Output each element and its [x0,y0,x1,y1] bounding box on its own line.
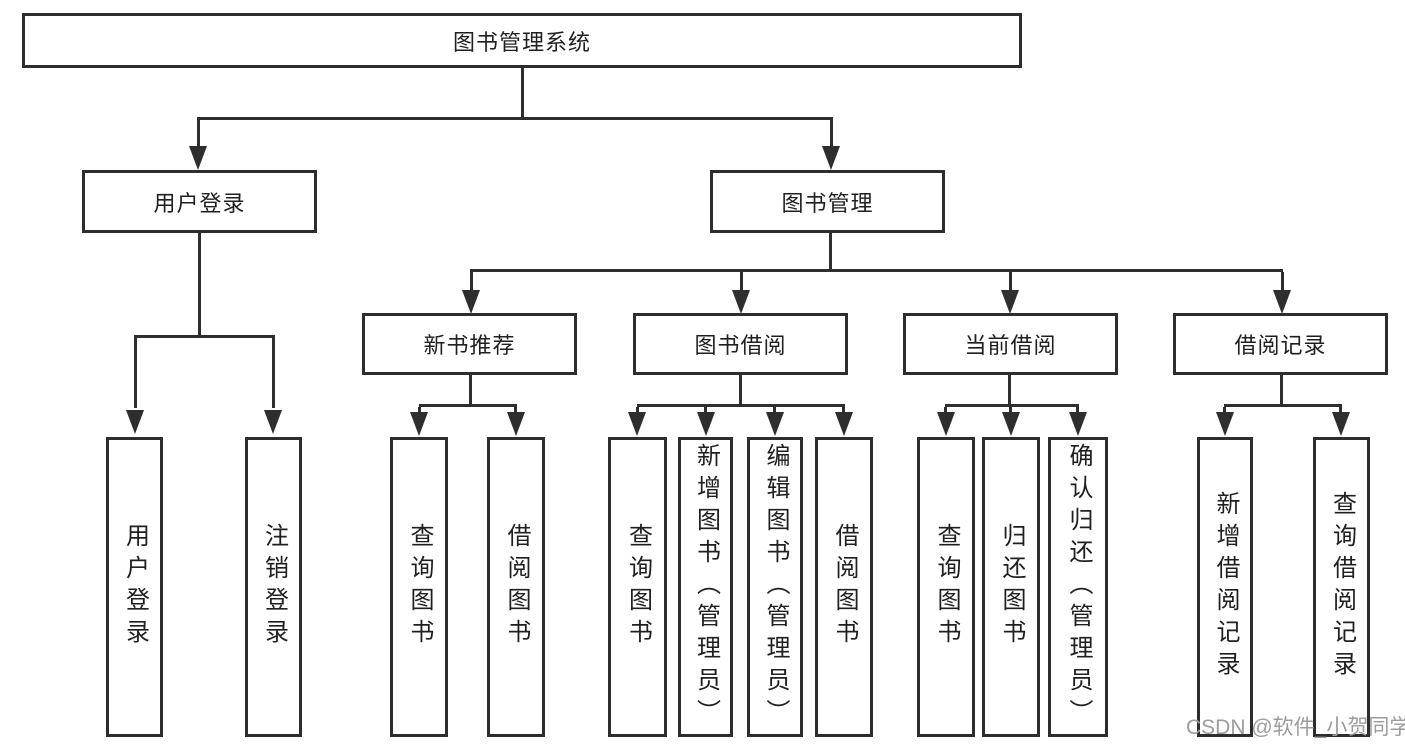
node-label: 查询图书 [406,523,433,651]
arrow-down-icon [628,412,646,436]
connector-line [944,407,947,413]
connector-line [197,117,833,120]
arrow-down-icon [507,412,525,436]
connector-line [1223,407,1226,413]
connector-line [842,407,845,413]
connector-line [1339,407,1342,413]
arrow-down-icon [410,412,428,436]
connector-line [830,120,833,146]
arrow-down-icon [732,290,750,314]
leaf-add-borrow-record: 新增借阅记录 [1197,437,1253,737]
node-label: 新增图书（管理员） [692,443,720,731]
leaf-user-login: 用户登录 [106,437,163,737]
connector-line [272,338,275,408]
connector-line [470,272,473,290]
node-label: 归还图书 [998,523,1025,651]
arrow-down-icon [835,412,853,436]
arrow-down-icon [766,412,784,436]
connector-line [1281,272,1284,290]
node-label: 查询借阅记录 [1328,491,1356,683]
node-label: 图书借阅 [694,333,787,358]
connector-line [829,233,832,271]
node-borrowing-records: 借阅记录 [1173,313,1388,375]
connector-line [945,404,1079,407]
arrow-down-icon [1002,412,1020,436]
connector-line [470,269,1283,272]
node-book-management: 图书管理 [710,170,945,233]
connector-line [1076,407,1079,413]
node-label: 编辑图书（管理员） [762,443,789,731]
connector-line [740,272,743,290]
connector-line [739,375,742,406]
csdn-watermark: CSDN @软件_小贺同学 [1186,716,1405,739]
leaf-confirm-return-admin: 确认归还（管理员） [1048,437,1108,737]
leaf-query-books-2: 查询图书 [608,437,667,737]
arrow-down-icon [1332,412,1350,436]
node-label: 注销登录 [260,523,288,651]
connector-line [1008,375,1011,406]
node-label: 确认归还（管理员） [1065,443,1092,731]
arrow-down-icon [1273,290,1291,314]
connector-line [521,67,524,119]
connector-line [134,338,137,408]
connector-line [1280,375,1283,406]
node-new-book-recommendation: 新书推荐 [362,313,577,375]
arrow-down-icon [126,410,144,434]
arrow-down-icon [189,146,207,170]
connector-line [704,407,707,413]
connector-line [773,407,776,413]
node-library-management-system: 图书管理系统 [22,13,1022,68]
connector-line [1009,407,1012,413]
arrow-down-icon [462,290,480,314]
leaf-add-books-admin: 新增图书（管理员） [678,437,733,737]
leaf-borrow-books-1: 借阅图书 [487,437,545,737]
leaf-logout: 注销登录 [245,437,302,737]
node-label: 新增借阅记录 [1212,491,1239,683]
connector-line [419,404,517,407]
arrow-down-icon [697,412,715,436]
arrow-down-icon [937,412,955,436]
leaf-query-books-3: 查询图书 [917,437,975,737]
node-current-borrowing: 当前借阅 [903,313,1118,375]
arrow-down-icon [1069,412,1087,436]
leaf-borrow-books-2: 借阅图书 [815,437,873,737]
node-label: 图书管理 [781,190,874,216]
node-label: 借阅图书 [831,523,858,651]
node-label: 用户登录 [121,523,149,651]
connector-line [134,335,275,338]
arrow-down-icon [264,410,282,434]
connector-line [636,407,639,413]
connector-line [514,407,517,413]
connector-line [1224,404,1342,407]
leaf-edit-books-admin: 编辑图书（管理员） [747,437,803,737]
leaf-query-borrow-record: 查询借阅记录 [1313,437,1370,737]
connector-line [1009,272,1012,290]
connector-line [198,233,201,337]
connector-line [469,375,472,406]
connector-line [418,407,421,413]
node-label: 查询图书 [624,523,652,651]
node-user-login-group: 用户登录 [82,170,317,233]
node-label: 当前借阅 [964,333,1057,358]
arrow-down-icon [822,146,840,170]
arrow-down-icon [1001,290,1019,314]
node-label: 图书管理系统 [452,29,591,55]
node-label: 借阅记录 [1234,333,1327,358]
arrow-down-icon [1216,412,1234,436]
leaf-return-books: 归还图书 [982,437,1040,737]
node-label: 借阅图书 [503,523,530,651]
connector-line [197,120,200,146]
node-label: 查询图书 [933,523,960,651]
node-book-borrowing: 图书借阅 [633,313,848,375]
connector-line [637,404,845,407]
node-label: 新书推荐 [423,333,516,358]
leaf-query-books-1: 查询图书 [390,437,448,737]
node-label: 用户登录 [153,190,246,216]
